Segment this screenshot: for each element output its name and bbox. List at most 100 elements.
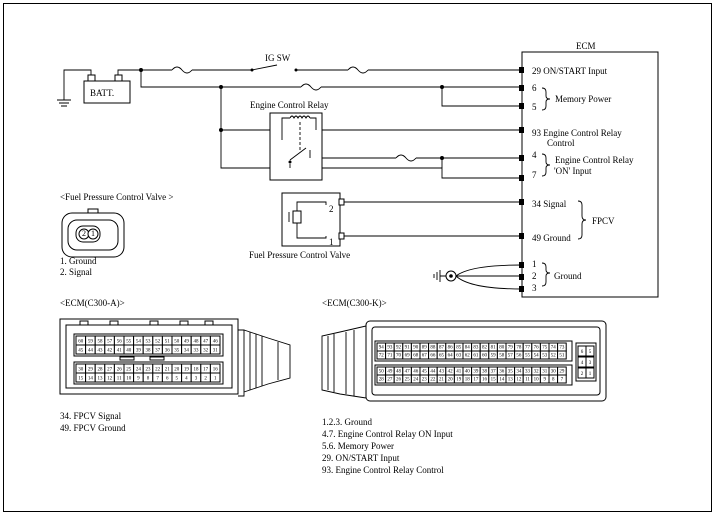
c300k-cell	[557, 374, 567, 384]
c300k-pin-number: 31	[542, 370, 548, 375]
c300k-pin-number: 63	[456, 354, 462, 359]
c300a-key	[119, 356, 135, 361]
brace-memory-power	[541, 87, 551, 111]
c300a-pin-number: 55	[126, 340, 132, 345]
c300k-pin-number: 24	[413, 378, 419, 383]
c300k-pin-number: 70	[396, 354, 402, 359]
c300k-pin-number: 53	[542, 354, 548, 359]
c300k-legend-2: 4.7. Engine Control Relay ON Input	[322, 429, 453, 439]
group-ground: Ground	[554, 271, 582, 281]
c300a-latch-tab	[109, 320, 119, 326]
fpcv-pin-1: 1	[329, 237, 334, 247]
c300k-pin-number: 67	[422, 354, 428, 359]
brace-fpcv	[577, 200, 587, 240]
c300k-legend-3: 5.6. Memory Power	[322, 441, 394, 451]
c300k-pin-number: 81	[491, 346, 497, 351]
c300k-pin-number: 30	[551, 370, 557, 375]
ecm-pin-6-label: 6	[532, 83, 537, 93]
c300a-pin-number: 45	[78, 349, 84, 354]
c300k-pin-number: 60	[482, 354, 488, 359]
c300a-pin-number: 49	[184, 340, 190, 345]
c300a-pin-number: 17	[203, 368, 209, 373]
c300a-legend-1: 34. FPCV Signal	[60, 411, 122, 421]
battery-label: BATT.	[90, 88, 114, 98]
c300k-pin-number: 83	[473, 346, 479, 351]
c300a-latch-tab	[179, 320, 189, 326]
c300a-pin-number: 43	[98, 349, 104, 354]
c300k-pin-number: 46	[413, 370, 419, 375]
c300k-legend-5: 93. Engine Control Relay Control	[322, 465, 444, 475]
c300k-pin-number: 10	[534, 378, 540, 383]
c300a-pin-number: 23	[146, 368, 152, 373]
c300k-pin-number: 38	[482, 370, 488, 375]
solenoid-icon	[292, 210, 302, 224]
c300k-pin-number: 72	[379, 354, 385, 359]
c300k-pin-number: 11	[525, 378, 530, 383]
c300k-pin-number: 35	[508, 370, 514, 375]
fpcv-face-pin-2: 2	[82, 229, 86, 238]
c300a-pin-number: 27	[107, 368, 113, 373]
fpcv-connector: <Fuel Pressure Control Valve > 2 1 1. Gr…	[60, 192, 173, 277]
c300a-pin-number: 59	[88, 340, 94, 345]
c300a-pin-number: 3	[195, 377, 198, 382]
c300k-cell	[557, 350, 567, 360]
diagram-frame	[3, 3, 712, 512]
ig-switch-icon	[251, 64, 278, 71]
c300k-pin-number: 45	[422, 370, 428, 375]
ground-symbol-icon	[57, 99, 71, 107]
c300k-pin-number: 7	[561, 378, 564, 383]
c300a-pin-number: 7	[156, 377, 159, 382]
c300k-pin-number: 74	[551, 346, 557, 351]
c300a-pin-number: 37	[155, 349, 161, 354]
c300k-side-pin-number: 3	[589, 361, 592, 366]
fuse-icon	[300, 83, 322, 91]
fpcv-label: Fuel Pressure Control Valve	[249, 250, 350, 260]
group-ecr-on-2: 'ON' Input	[554, 166, 592, 176]
c300k-pin-number: 76	[534, 346, 540, 351]
c300a-pin-number: 57	[107, 340, 113, 345]
c300k-pin-number: 28	[379, 378, 385, 383]
c300a-pin-number: 11	[117, 377, 122, 382]
ecm-pin-terminal	[519, 274, 524, 280]
c300k-pin-number: 17	[473, 378, 479, 383]
c300a-latch-tab	[204, 320, 214, 326]
c300k-pin-number: 92	[396, 346, 402, 351]
ecm-pin-93-label-2: Control	[547, 138, 575, 148]
c300k-pin-number: 78	[516, 346, 522, 351]
c300k-legend-1: 1.2.3. Ground	[322, 417, 372, 427]
c300a-pin-number: 25	[126, 368, 132, 373]
ecm-pin-29-label: 29 ON/START Input	[532, 66, 608, 76]
c300a-title: <ECM(C300-A)>	[60, 298, 125, 308]
fpcv-component: 2 1 Fuel Pressure Control Valve	[249, 192, 522, 260]
fuse-icon	[171, 66, 193, 74]
c300a-legend-2: 49. FPCV Ground	[60, 423, 126, 433]
c300a-pin-number: 18	[194, 368, 200, 373]
c300k-pin-number: 55	[525, 354, 531, 359]
c300a-pin-number: 30	[78, 368, 84, 373]
c300k-pin-number: 20	[448, 378, 454, 383]
ecm-pin-4-label: 4	[532, 150, 537, 160]
c300a-pin-number: 35	[174, 349, 180, 354]
c300k-pin-number: 79	[508, 346, 514, 351]
c300k-pin-number: 33	[525, 370, 531, 375]
c300a-pin-number: 20	[174, 368, 180, 373]
power-wiring: IG SW	[139, 53, 522, 179]
c300k-side-cell	[585, 367, 595, 379]
c300k-pin-number: 52	[551, 354, 557, 359]
ecm-pin-2-label: 2	[532, 271, 537, 281]
c300k-title: <ECM(C300-K)>	[322, 298, 387, 308]
c300a-pin-number: 47	[203, 340, 209, 345]
c300k-pin-number: 12	[516, 378, 522, 383]
c300a-pin-number: 53	[146, 340, 152, 345]
fuse-icon	[395, 154, 417, 162]
c300a-pin-number: 44	[88, 349, 94, 354]
c300k-pin-number: 37	[491, 370, 497, 375]
brace-ground	[541, 262, 551, 287]
c300a-pin-number: 8	[147, 377, 150, 382]
c300a-pin-number: 16	[213, 368, 219, 373]
engine-control-relay: Engine Control Relay	[250, 100, 329, 181]
c300k-pin-number: 57	[508, 354, 514, 359]
fpcv-pin-2: 2	[329, 204, 334, 214]
